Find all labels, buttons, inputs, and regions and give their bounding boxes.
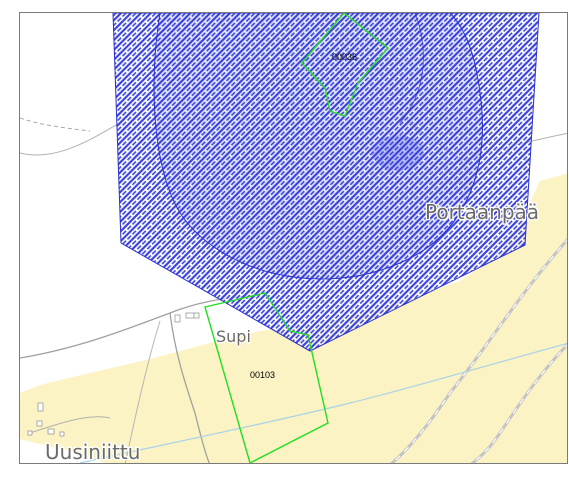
railway	[389, 238, 567, 463]
road	[169, 312, 210, 463]
building	[185, 312, 195, 319]
map-canvas[interactable]: Portaanpää Supi Uusiniittu 00036 00103	[20, 13, 568, 464]
railway-line	[471, 344, 567, 463]
buildings	[27, 312, 200, 437]
parcel-label-north: 00036	[332, 52, 357, 62]
parcel-south[interactable]	[204, 292, 329, 463]
map-view[interactable]: Portaanpää Supi Uusiniittu 00036 00103	[19, 12, 568, 464]
field-areas	[20, 173, 567, 463]
building	[174, 314, 181, 323]
road	[124, 320, 161, 463]
zone-inner-line	[399, 13, 424, 124]
road	[20, 122, 121, 156]
place-label-portaanpaa: Portaanpää	[425, 200, 539, 224]
place-label-uusiniittu: Uusiniittu	[45, 440, 140, 464]
building	[37, 402, 44, 412]
pond	[372, 135, 424, 171]
zone-outer	[112, 13, 540, 352]
parcel-north[interactable]	[301, 13, 390, 117]
field-area	[20, 173, 567, 463]
building	[59, 431, 65, 437]
stream	[79, 342, 567, 463]
footpath	[20, 117, 91, 132]
building	[47, 428, 55, 435]
protection-zone[interactable]	[112, 13, 540, 352]
building	[27, 430, 33, 436]
parcel-label-south: 00103	[250, 370, 275, 380]
place-label-supi: Supi	[216, 327, 251, 346]
zone-inner-buffer	[153, 13, 483, 280]
parcels[interactable]	[204, 13, 390, 463]
building	[193, 312, 200, 319]
building	[36, 420, 43, 427]
road	[29, 416, 111, 434]
railway-line	[391, 239, 567, 463]
